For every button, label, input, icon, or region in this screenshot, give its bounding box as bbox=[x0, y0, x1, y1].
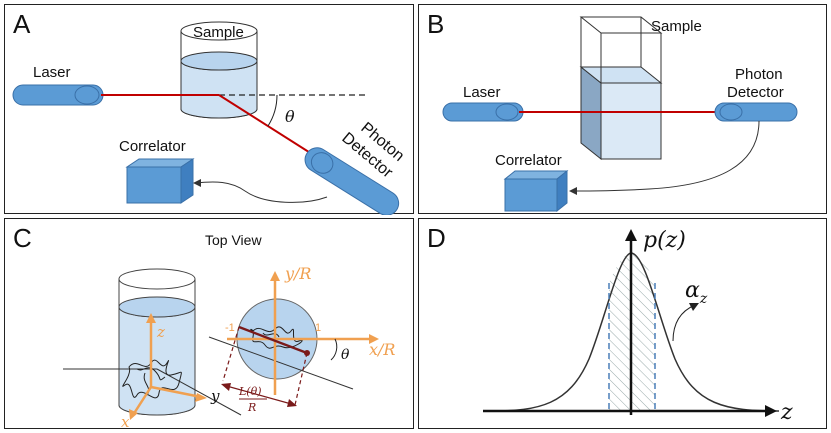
laser-label: Laser bbox=[463, 84, 501, 101]
signal-cable bbox=[194, 181, 328, 203]
y-axis-label: p(z) bbox=[643, 228, 686, 253]
detector-label-line1: Photon bbox=[735, 66, 783, 83]
panel-a-letter: A bbox=[13, 9, 31, 39]
top-view-angle-arc bbox=[330, 338, 338, 361]
panel-d-letter: D bbox=[427, 223, 446, 253]
photon-detector bbox=[714, 102, 798, 122]
photon-detector bbox=[304, 147, 400, 215]
panel-a: A Laser Sample θ Photon Detector bbox=[4, 4, 414, 215]
panel-b-diagram: Sample Laser Photon Detector Correlator bbox=[442, 16, 798, 213]
correlator-label: Correlator bbox=[119, 138, 186, 155]
beam-line-right bbox=[156, 368, 242, 416]
panel-b: B Sample Laser Photon Detector Corr bbox=[418, 4, 827, 214]
angle-theta: θ bbox=[285, 107, 295, 126]
length-numerator: L(θ) bbox=[238, 385, 262, 398]
axis-xR-label: x/R bbox=[369, 340, 395, 359]
correlator-box bbox=[125, 158, 195, 204]
signal-arrowhead bbox=[193, 179, 201, 187]
x-axis-label: z bbox=[780, 400, 793, 425]
panel-a-diagram: Laser Sample θ Photon Detector Co bbox=[12, 21, 407, 215]
xyz-axes bbox=[129, 313, 207, 420]
top-view-angle: θ bbox=[341, 347, 350, 363]
laser-aperture bbox=[495, 103, 519, 121]
angle-arc bbox=[267, 94, 278, 127]
alpha-pointer bbox=[672, 304, 696, 342]
sample-label: Sample bbox=[193, 24, 244, 41]
panel-b-letter: B bbox=[427, 9, 445, 39]
x-axis-arrow bbox=[765, 405, 777, 417]
panel-c-diagram: Top View z y x bbox=[63, 232, 395, 430]
alpha-pointer-head bbox=[689, 303, 699, 311]
correlator-box bbox=[503, 169, 569, 213]
chord-end-dot bbox=[304, 350, 310, 356]
signal-cable bbox=[570, 120, 760, 192]
laser-device bbox=[442, 102, 524, 122]
axis-z-label: z bbox=[156, 323, 165, 341]
detector-aperture bbox=[719, 103, 743, 121]
panel-d: D p(z) z αz bbox=[418, 218, 827, 429]
laser-label: Laser bbox=[33, 64, 71, 81]
sample-cylinder bbox=[180, 21, 258, 119]
sample-label: Sample bbox=[651, 18, 702, 35]
axis-yR-label: y/R bbox=[284, 264, 311, 283]
axis-x-label: x bbox=[121, 413, 130, 430]
axis-y-label: y bbox=[210, 387, 220, 405]
laser-aperture bbox=[74, 85, 100, 105]
length-denominator: R bbox=[247, 401, 256, 414]
top-view-beam bbox=[208, 336, 354, 390]
panel-c-letter: C bbox=[13, 223, 32, 253]
y-axis-arrow bbox=[625, 229, 637, 241]
alpha-label: αz bbox=[685, 278, 708, 307]
scattered-beam bbox=[218, 94, 324, 162]
alpha-symbol: α bbox=[685, 278, 700, 303]
panel-d-diagram: p(z) z αz bbox=[483, 228, 793, 425]
panel-c: C Top View z y x bbox=[4, 218, 414, 430]
correlator-label: Correlator bbox=[495, 152, 562, 169]
laser-device bbox=[12, 84, 104, 106]
sample-cuvette bbox=[579, 16, 663, 161]
xy-r-axes bbox=[227, 271, 379, 395]
top-view-title: Top View bbox=[205, 232, 262, 248]
signal-arrowhead bbox=[569, 187, 577, 195]
alpha-subscript: z bbox=[699, 291, 708, 307]
tick-neg1: -1 bbox=[225, 322, 235, 334]
chord-length-bracket bbox=[221, 325, 308, 407]
detector-label-line2: Detector bbox=[727, 84, 784, 101]
tick-pos1: 1 bbox=[315, 322, 321, 334]
